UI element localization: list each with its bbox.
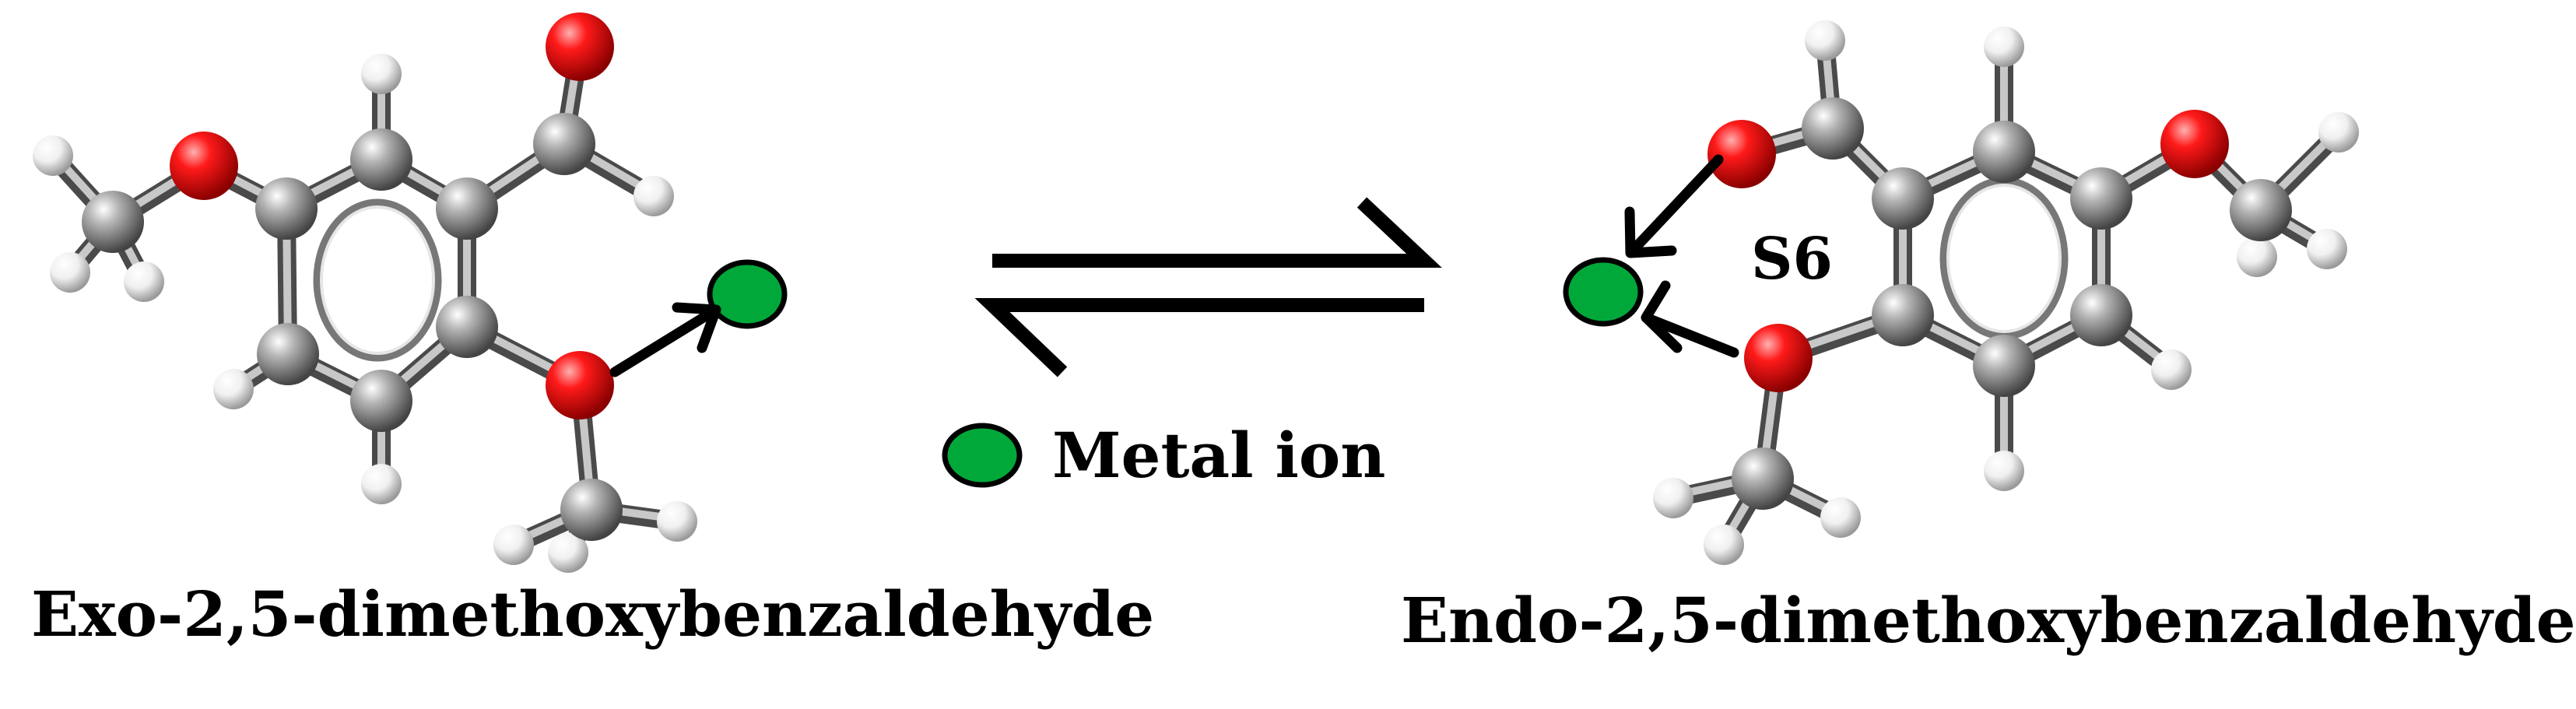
oxygen-atom	[1707, 120, 1776, 188]
forward-harpoon	[992, 197, 1442, 268]
oxygen-atom	[1744, 324, 1813, 392]
endo-upper-arrow	[1624, 154, 1724, 258]
carbon-atom	[82, 191, 144, 253]
hydrogen-atom	[2237, 237, 2277, 277]
exo-molecule	[33, 12, 697, 573]
hydrogen-atom	[50, 252, 90, 293]
oxygen-atom	[546, 351, 614, 419]
hydrogen-atom	[1653, 478, 1693, 518]
aromatic-ring-inner	[320, 205, 435, 355]
exo-coordination-arrow	[609, 302, 721, 377]
coordination-arrows	[609, 154, 1739, 377]
hydrogen-atom	[2318, 112, 2359, 153]
hydrogen-atom	[361, 464, 402, 504]
oxygen-atom	[170, 132, 238, 200]
hydrogen-atom	[2307, 229, 2347, 269]
hydrogen-atom	[33, 135, 73, 176]
carbon-atom	[1872, 284, 1934, 346]
exo-caption: Exo-2,5-dimethoxybenzaldehyde	[31, 577, 1155, 651]
s6-label: S6	[1751, 226, 1833, 293]
hydrogen-atom	[1704, 525, 1744, 565]
oxygen-atom	[2160, 110, 2229, 178]
metal-ion-legend	[942, 423, 1023, 488]
carbon-atom	[560, 479, 623, 541]
endo-caption: Endo-2,5-dimethoxybenzaldehyde	[1401, 584, 2576, 657]
carbon-atom	[1872, 167, 1934, 230]
carbon-atom	[436, 296, 498, 358]
carbon-atom	[533, 113, 595, 175]
hydrogen-atom	[633, 176, 674, 216]
carbon-atom	[1802, 97, 1864, 160]
hydrogen-atom	[2151, 349, 2192, 390]
oxygen-atom	[546, 12, 614, 81]
carbon-atom	[257, 323, 319, 385]
hydrogen-atom	[1805, 20, 1845, 61]
carbon-atom	[1973, 335, 2035, 397]
equilibrium-arrows	[974, 197, 1442, 377]
carbon-atom	[255, 177, 318, 240]
metal-ion-endo	[1563, 257, 1644, 327]
hydrogen-atom	[1984, 451, 2024, 491]
hydrogen-atom	[1984, 26, 2024, 67]
hydrogen-atom	[361, 54, 402, 94]
hydrogen-atom	[493, 525, 534, 565]
endo-molecule	[1653, 20, 2359, 565]
carbon-atom	[2230, 179, 2292, 241]
aromatic-ring	[1939, 177, 2069, 340]
aromatic-ring-inner	[1946, 184, 2062, 333]
carbon-atom	[436, 177, 498, 240]
carbon-atom	[350, 370, 412, 432]
carbon-atom	[1973, 121, 2035, 183]
hydrogen-atom	[124, 261, 164, 302]
hydrogen-atom	[1820, 497, 1861, 538]
hydrogen-atom	[213, 369, 254, 409]
carbon-atom	[2070, 284, 2132, 346]
hydrogen-atom	[548, 532, 588, 573]
carbon-atom	[1732, 448, 1794, 510]
carbon-atom	[350, 128, 412, 191]
metal-ion-exo	[707, 259, 788, 329]
diagram-canvas	[33, 12, 2359, 573]
reverse-harpoon	[974, 298, 1424, 377]
metal-ion-legend-label: Metal ion	[1052, 419, 1386, 492]
figure: Exo-2,5-dimethoxybenzaldehyde Endo-2,5-d…	[31, 12, 2576, 657]
hydrogen-atom	[657, 501, 697, 542]
carbon-atom	[2070, 167, 2132, 230]
aromatic-ring	[313, 198, 442, 362]
endo-lower-arrow	[1641, 280, 1739, 358]
